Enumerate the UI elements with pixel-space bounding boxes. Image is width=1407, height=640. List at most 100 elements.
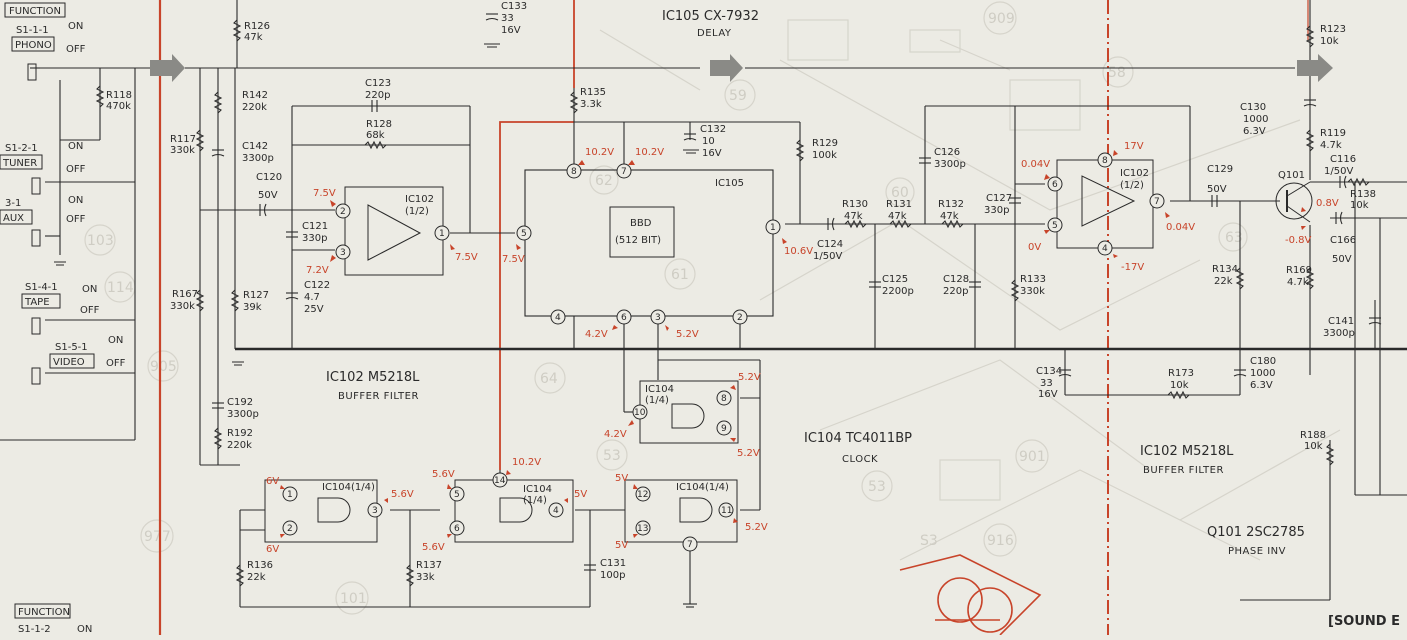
component-value: 470k [106, 101, 131, 112]
q101-subtitle: PHASE INV [1228, 546, 1286, 557]
pin-number: 2 [737, 313, 743, 323]
pin-number: 4 [555, 313, 561, 323]
voltage-pointer-icon [782, 238, 787, 244]
voltage-label: 5V [615, 540, 628, 551]
voltage-label: 5V [615, 473, 628, 484]
voltage-label: 4.2V [585, 329, 608, 340]
component-ref: R123 [1320, 24, 1346, 35]
pin-circles [282, 152, 1165, 552]
component-value: 1000 [1250, 368, 1275, 379]
pin-number: 3 [372, 506, 378, 516]
pin-number: 3 [340, 248, 346, 258]
voltage-pointer-icon [1044, 230, 1050, 234]
component-value: 33k [416, 572, 435, 583]
voltage-labels: 7.5V 7.2V 7.5V 10.2V 10.2V 7.5V 10.6V 4.… [266, 141, 1339, 555]
component-ref: R134 [1212, 264, 1238, 275]
component-value: 50V [1207, 184, 1227, 195]
component-ref: C192 [227, 397, 253, 408]
sheet-corner-title: [SOUND E [1328, 614, 1400, 629]
component-value: 220k [242, 102, 267, 113]
voltage-pointer-icon [733, 518, 738, 523]
voltage-pointer-icon [612, 325, 618, 330]
voltage-pointer-icon [633, 484, 638, 489]
component-ref: R137 [416, 560, 442, 571]
pin-number: 3 [655, 313, 661, 323]
component-value: 220k [227, 440, 252, 451]
pin-number: 14 [494, 476, 506, 486]
voltage-pointer-icon [1165, 212, 1170, 218]
voltage-pointer-icon [384, 498, 388, 503]
component-value: 10k [1304, 441, 1323, 452]
component-ref: C142 [242, 141, 268, 152]
component-value: 6.3V [1243, 126, 1266, 137]
voltage-pointer-icon [1044, 174, 1050, 180]
component-value: 1/50V [813, 251, 842, 262]
switch-id: S1-1-1 [16, 25, 49, 36]
component-ref: C131 [600, 558, 626, 569]
pin-number: 6 [1052, 180, 1058, 190]
component-ref: R138 [1350, 189, 1376, 200]
component-ref: C132 [700, 124, 726, 135]
switch-id: S1-1-2 [18, 624, 51, 635]
voltage-pointer-icon [730, 385, 736, 390]
pin-number: 5 [454, 490, 460, 500]
ic104-subtitle: CLOCK [842, 454, 878, 465]
ic-name: IC104(1/4) [676, 482, 729, 493]
ic102-subtitle-right: BUFFER FILTER [1143, 465, 1224, 476]
component-value: 16V [702, 148, 722, 159]
voltage-pointer-icon [730, 438, 736, 442]
voltage-label: 0.04V [1166, 222, 1195, 233]
component-symbols [95, 13, 1382, 608]
voltage-pointer-icon [628, 160, 635, 165]
pin-number: 9 [721, 424, 727, 434]
voltage-pointer-icon [578, 160, 585, 165]
component-ref: R128 [366, 119, 392, 130]
pin-number: 1 [287, 490, 293, 500]
voltage-pointer-icon [330, 255, 336, 262]
ic102-title-right: IC102 M5218L [1140, 444, 1234, 459]
component-value: 4.7 [304, 292, 320, 303]
pin-numbers: 2 3 1 8 7 5 1 4 6 3 2 6 5 8 7 4 10 8 9 1… [287, 156, 1160, 550]
component-value: 100p [600, 570, 625, 581]
ic104-title: IC104 TC4011BP [804, 431, 912, 446]
ic104-labels: IC104 (1/4) IC104(1/4) IC104 (1/4) IC104… [322, 384, 729, 506]
function-label: FUNCTION [9, 6, 61, 17]
voltage-pointer-icon [633, 534, 638, 538]
switch-off: OFF [66, 44, 86, 55]
ic-name: IC104 [645, 384, 674, 395]
component-value: 33 [501, 13, 514, 24]
voltage-pointer-icon [628, 420, 634, 426]
component-value: 68k [366, 130, 385, 141]
voltage-label: 10.2V [512, 457, 541, 468]
switch-on: ON [68, 141, 83, 152]
ghost-number: 909 [988, 11, 1015, 27]
component-value: 10 [702, 136, 715, 147]
component-ref: R133 [1020, 274, 1046, 285]
component-value: 16V [1038, 389, 1058, 400]
ic-name: IC104 [523, 484, 552, 495]
ghost-number: 101 [340, 591, 367, 607]
voltage-pointer-icon [1113, 254, 1118, 258]
ghost-number: 64 [540, 371, 558, 387]
switch-id: S1-2-1 [5, 143, 38, 154]
switch-name: TUNER [2, 158, 37, 169]
component-value: 330k [1020, 286, 1045, 297]
background-pcb-artwork [84, 1, 1341, 615]
component-value: 330k [170, 145, 195, 156]
component-ref: R192 [227, 428, 253, 439]
switch-id: 3-1 [5, 198, 21, 209]
ic-part: (1/4) [523, 495, 547, 506]
voltage-label: 0.04V [1021, 159, 1050, 170]
pin-number: 6 [454, 524, 460, 534]
component-ref: C120 [256, 172, 282, 183]
component-ref: C125 [882, 274, 908, 285]
component-ref: C116 [1330, 154, 1356, 165]
ghost-number: 901 [1019, 449, 1046, 465]
ghost-number: 114 [107, 280, 134, 296]
component-value: 3300p [227, 409, 259, 420]
ground-icon [232, 361, 244, 366]
voltage-label: 5V [574, 489, 587, 500]
voltage-label: 5.2V [738, 372, 761, 383]
voltage-label: 5.2V [676, 329, 699, 340]
